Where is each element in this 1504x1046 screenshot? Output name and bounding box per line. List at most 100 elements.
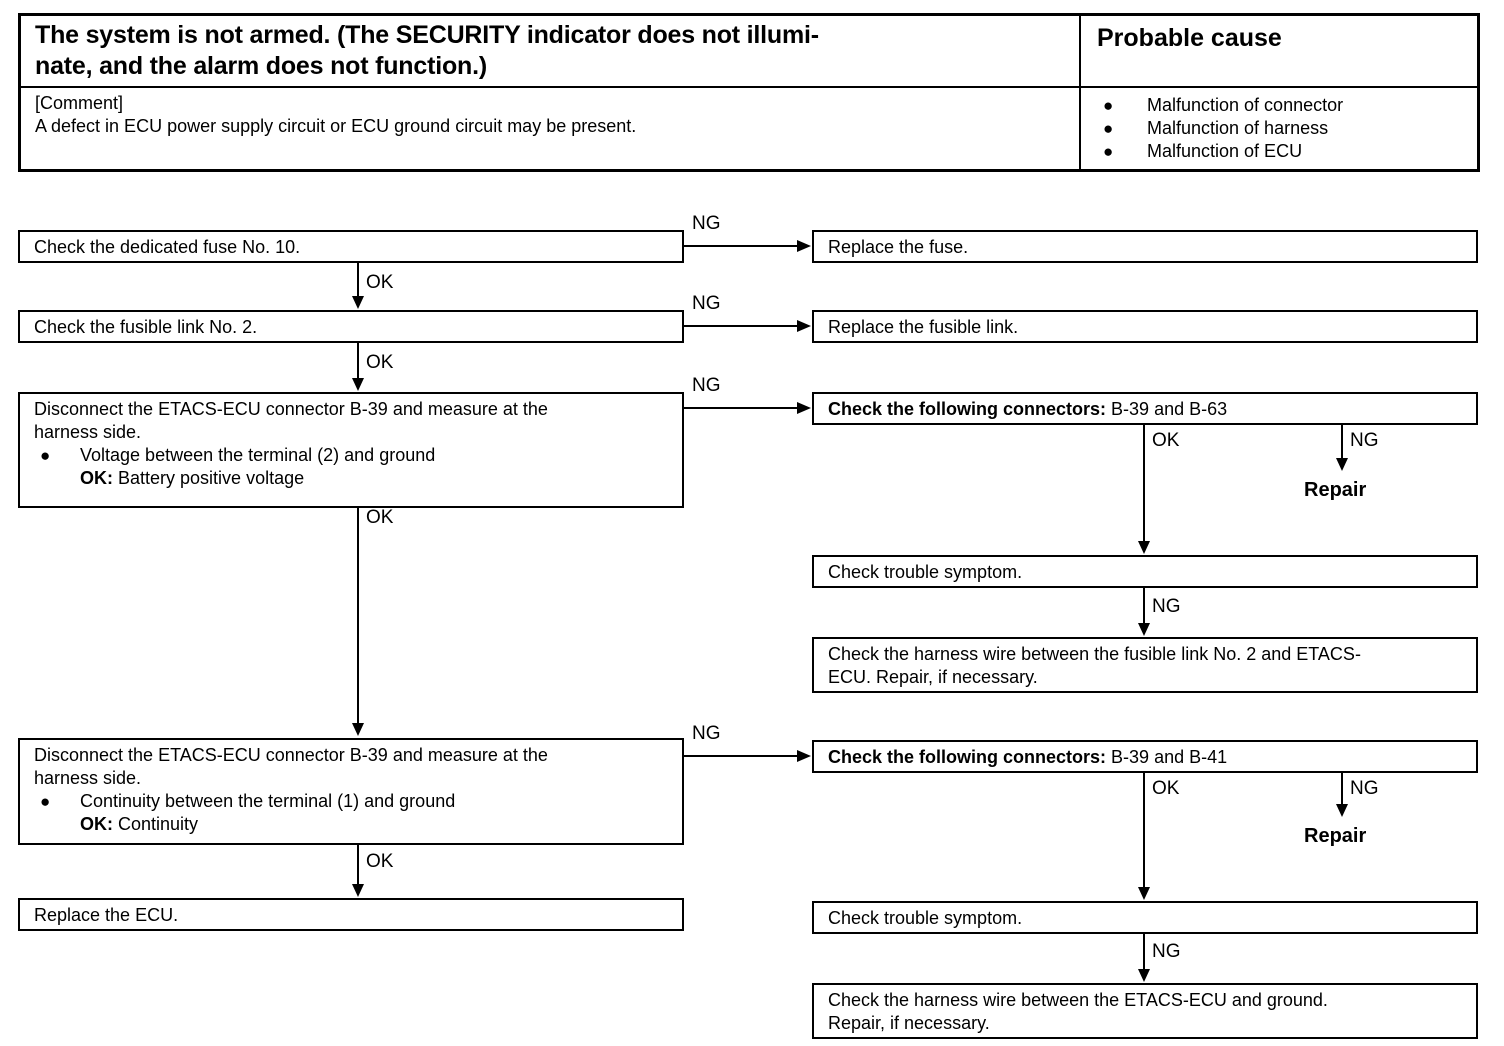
- arrowhead-ng-step4-icon: [797, 750, 811, 762]
- cause-text: Malfunction of harness: [1147, 118, 1329, 138]
- harness-2-line1: Check the harness wire between the ETACS…: [828, 990, 1328, 1010]
- harness-2-line2: Repair, if necessary.: [828, 1013, 990, 1033]
- edge-label-ng-1: NG: [692, 213, 721, 234]
- cause-text: Malfunction of ECU: [1147, 141, 1303, 161]
- arrowhead-step3-step4-icon: [352, 723, 364, 736]
- connector-ng-step3: [684, 407, 798, 409]
- connector-ok-connectors2: [1143, 773, 1145, 888]
- symptom-table: The system is not armed. (The SECURITY i…: [18, 13, 1480, 172]
- connector-symptom1-harness1: [1143, 588, 1145, 624]
- flow-box-check-connectors-b39-b63: Check the following connectors: B-39 and…: [812, 392, 1478, 425]
- bullet-icon: ●: [40, 446, 51, 465]
- connector-ng-step1: [684, 245, 798, 247]
- bullet-icon: ●: [1103, 119, 1114, 138]
- edge-label-ng-8: NG: [1152, 941, 1181, 962]
- harness-1-line2: ECU. Repair, if necessary.: [828, 667, 1038, 687]
- edge-label-ng-7: NG: [1350, 778, 1379, 799]
- arrowhead-ok-connectors1-icon: [1138, 541, 1150, 554]
- ok-prefix: OK:: [80, 468, 113, 488]
- list-item: ● Malfunction of connector: [1097, 94, 1465, 117]
- flow-box-replace-fuse: Replace the fuse.: [812, 230, 1478, 263]
- arrowhead-step1-step2-icon: [352, 296, 364, 309]
- edge-label-ok-3: OK: [366, 507, 394, 528]
- comment-label: [Comment]: [35, 93, 124, 113]
- disconnect-continuity-line1: Disconnect the ETACS-ECU connector B-39 …: [34, 744, 672, 767]
- edge-label-ok-1: OK: [366, 272, 394, 293]
- edge-label-ng-5: NG: [1350, 430, 1379, 451]
- flow-box-disconnect-continuity: Disconnect the ETACS-ECU connector B-39 …: [18, 738, 684, 845]
- edge-label-ok-2: OK: [366, 352, 394, 373]
- edge-label-ok-4: OK: [366, 851, 394, 872]
- arrowhead-ng-connectors2-icon: [1336, 804, 1348, 817]
- flow-box-replace-fusible-link: Replace the fusible link.: [812, 310, 1478, 343]
- check-connectors-2-prefix: Check the following connectors:: [828, 747, 1107, 767]
- harness-1-line1: Check the harness wire between the fusib…: [828, 644, 1361, 664]
- cause-text: Malfunction of connector: [1147, 95, 1344, 115]
- ok-prefix: OK:: [80, 814, 113, 834]
- check-trouble-symptom-2-text: Check trouble symptom.: [828, 908, 1023, 928]
- arrowhead-symptom2-harness2-icon: [1138, 969, 1150, 982]
- connector-step3-step4: [357, 508, 359, 724]
- check-connectors-1-line: Check the following connectors: B-39 and…: [828, 398, 1466, 421]
- arrowhead-ng-step1-icon: [797, 240, 811, 252]
- check-connectors-1-value: B-39 and B-63: [1111, 399, 1228, 419]
- connector-step2-step3: [357, 343, 359, 379]
- repair-label-1: Repair: [1304, 479, 1367, 501]
- disconnect-continuity-list: ● Continuity between the terminal (1) an…: [34, 790, 672, 836]
- check-connectors-1-prefix: Check the following connectors:: [828, 399, 1107, 419]
- comment-text: A defect in ECU power supply circuit or …: [35, 116, 637, 136]
- symptom-title-line1: The system is not armed. (The SECURITY i…: [35, 21, 819, 49]
- bullet-icon: ●: [1103, 96, 1114, 115]
- check-connectors-2-line: Check the following connectors: B-39 and…: [828, 746, 1466, 769]
- edge-label-ng-2: NG: [692, 293, 721, 314]
- check-trouble-symptom-1-text: Check trouble symptom.: [828, 562, 1023, 582]
- symptom-title-cell: The system is not armed. (The SECURITY i…: [21, 16, 1081, 86]
- ok-value: Battery positive voltage: [118, 468, 305, 488]
- arrowhead-ok-connectors2-icon: [1138, 887, 1150, 900]
- flow-box-check-trouble-symptom-1: Check trouble symptom.: [812, 555, 1478, 588]
- flow-box-check-fuse: Check the dedicated fuse No. 10.: [18, 230, 684, 263]
- symptom-title-line2: nate, and the alarm does not function.): [35, 52, 487, 80]
- repair-label-2: Repair: [1304, 825, 1367, 847]
- edge-label-ng-6: NG: [1152, 596, 1181, 617]
- disconnect-voltage-line2: harness side.: [34, 422, 142, 442]
- connector-step4-step5: [357, 845, 359, 885]
- arrowhead-ng-step3-icon: [797, 402, 811, 414]
- flow-box-check-harness-fusible-link: Check the harness wire between the fusib…: [812, 637, 1478, 693]
- list-item: ● Malfunction of harness: [1097, 117, 1465, 140]
- disconnect-voltage-ok-line: OK: Battery positive voltage: [80, 467, 672, 490]
- connector-step1-step2: [357, 263, 359, 297]
- flow-box-replace-fusible-link-text: Replace the fusible link.: [828, 317, 1019, 337]
- disconnect-continuity-ok-line: OK: Continuity: [80, 813, 672, 836]
- connector-symptom2-harness2: [1143, 934, 1145, 970]
- probable-cause-header-cell: Probable cause: [1081, 16, 1477, 86]
- disconnect-voltage-bullet-text: Voltage between the terminal (2) and gro…: [80, 445, 436, 465]
- disconnect-voltage-list: ● Voltage between the terminal (2) and g…: [34, 444, 672, 490]
- connector-ng-connectors1: [1341, 425, 1343, 459]
- symptom-table-body-row: [Comment] A defect in ECU power supply c…: [21, 86, 1477, 169]
- flow-box-replace-fuse-text: Replace the fuse.: [828, 237, 969, 257]
- arrowhead-ng-connectors1-icon: [1336, 458, 1348, 471]
- list-item: ● Voltage between the terminal (2) and g…: [34, 444, 672, 490]
- symptom-table-header-row: The system is not armed. (The SECURITY i…: [21, 16, 1477, 86]
- disconnect-continuity-line1-text: Disconnect the ETACS-ECU connector B-39 …: [34, 745, 548, 765]
- check-connectors-2-value: B-39 and B-41: [1111, 747, 1228, 767]
- list-item: ● Continuity between the terminal (1) an…: [34, 790, 672, 836]
- arrowhead-step2-step3-icon: [352, 378, 364, 391]
- edge-label-ng-3: NG: [692, 375, 721, 396]
- connector-ng-step4: [684, 755, 798, 757]
- flow-box-replace-ecu-text: Replace the ECU.: [34, 905, 179, 925]
- flow-box-disconnect-voltage: Disconnect the ETACS-ECU connector B-39 …: [18, 392, 684, 508]
- probable-cause-list: ● Malfunction of connector ● Malfunction o…: [1097, 92, 1465, 163]
- flow-box-check-fusible-link: Check the fusible link No. 2.: [18, 310, 684, 343]
- flow-box-check-connectors-b39-b41: Check the following connectors: B-39 and…: [812, 740, 1478, 773]
- disconnect-continuity-bullet-text: Continuity between the terminal (1) and …: [80, 791, 456, 811]
- connector-ng-step2: [684, 325, 798, 327]
- flow-box-check-fusible-link-text: Check the fusible link No. 2.: [34, 317, 258, 337]
- flow-box-check-fuse-text: Check the dedicated fuse No. 10.: [34, 237, 301, 257]
- bullet-icon: ●: [1103, 142, 1114, 161]
- bullet-icon: ●: [40, 792, 51, 811]
- disconnect-continuity-line2: harness side.: [34, 768, 142, 788]
- list-item: ● Malfunction of ECU: [1097, 140, 1465, 163]
- flow-box-replace-ecu: Replace the ECU.: [18, 898, 684, 931]
